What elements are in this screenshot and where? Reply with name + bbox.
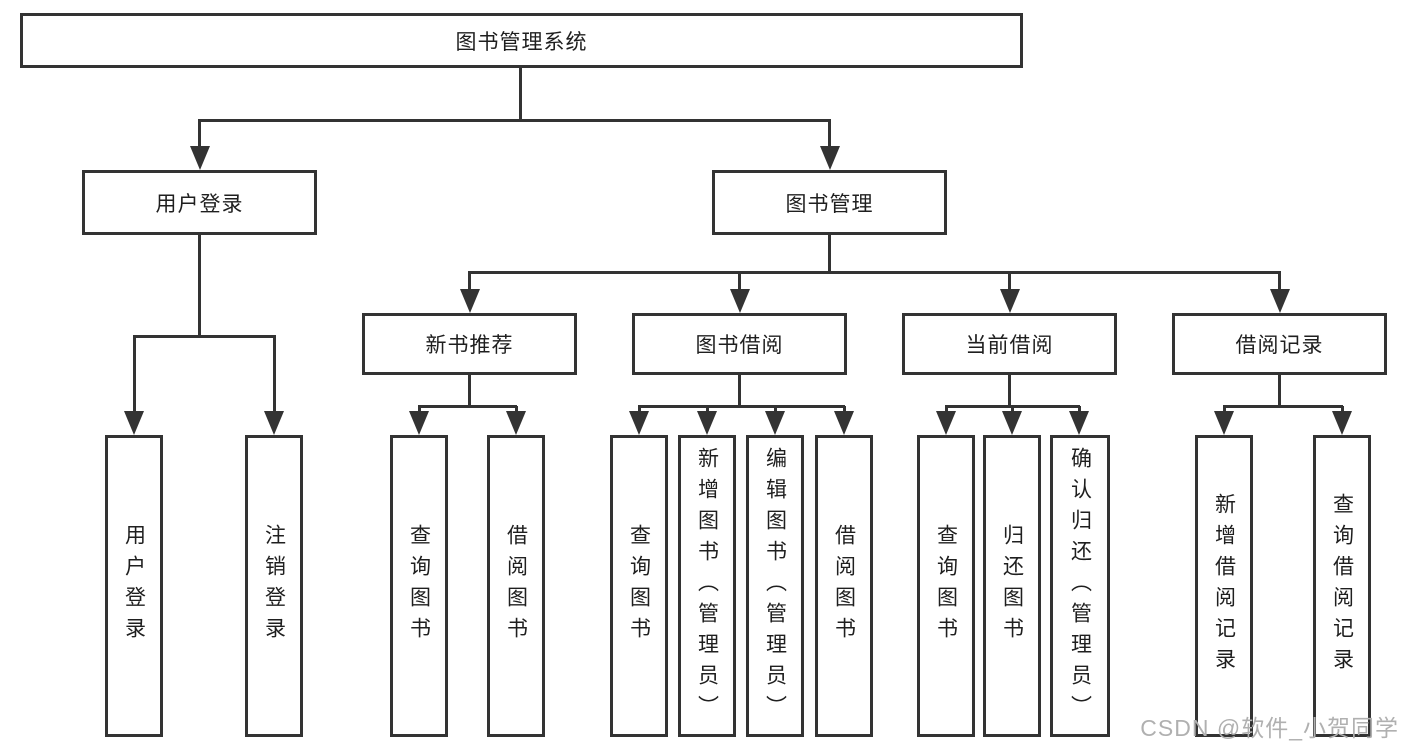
- leaf-borrow-books-1: 借阅图书: [487, 435, 545, 737]
- connector-line: [272, 336, 276, 411]
- arrowhead-down: [1002, 411, 1022, 435]
- connector-line: [132, 336, 136, 411]
- leaf-user-login: 用户登录: [105, 435, 163, 737]
- arrowhead-down: [936, 411, 956, 435]
- leaf-add-books-admin-label: 新增图书（管理员）: [695, 446, 719, 726]
- leaf-add-books-admin: 新增图书（管理员）: [678, 435, 736, 737]
- arrowhead-down: [1269, 289, 1290, 313]
- arrowhead-down: [409, 411, 429, 435]
- node-book-management: 图书管理: [712, 170, 947, 235]
- connector-line: [1008, 272, 1011, 289]
- connector-line: [468, 375, 471, 406]
- arrowhead-down: [189, 146, 210, 170]
- leaf-query-books-3-label: 查询图书: [934, 524, 958, 648]
- arrowhead-down: [1214, 411, 1234, 435]
- arrowhead-down: [629, 411, 649, 435]
- arrowhead-down: [1332, 411, 1352, 435]
- node-book-borrowing: 图书借阅: [632, 313, 847, 375]
- node-root: 图书管理系统: [20, 13, 1023, 68]
- connector-line: [198, 235, 201, 336]
- connector-line: [1010, 406, 1014, 413]
- node-user-login: 用户登录: [82, 170, 317, 235]
- arrowhead-down: [765, 411, 785, 435]
- connector-line: [828, 120, 831, 148]
- leaf-return-books: 归还图书: [983, 435, 1041, 737]
- node-current-borrowing-label: 当前借阅: [965, 334, 1054, 357]
- node-borrow-records: 借阅记录: [1172, 313, 1387, 375]
- connector-line: [514, 406, 518, 413]
- arrowhead-down: [834, 411, 854, 435]
- connector-line: [468, 272, 471, 289]
- arrowhead-down: [999, 289, 1020, 313]
- connector-line: [468, 270, 1281, 274]
- arrowhead-down: [124, 411, 144, 435]
- connector-line: [518, 68, 522, 120]
- connector-line: [1077, 406, 1081, 413]
- connector-line: [773, 406, 777, 413]
- leaf-user-login-label: 用户登录: [122, 524, 146, 648]
- connector-line: [944, 406, 948, 413]
- node-user-login-label: 用户登录: [155, 192, 244, 216]
- connector-line: [198, 120, 201, 148]
- leaf-edit-books-admin-label: 编辑图书（管理员）: [763, 446, 787, 726]
- leaf-query-books-1: 查询图书: [390, 435, 448, 737]
- leaf-borrow-books-2-label: 借阅图书: [832, 524, 856, 648]
- leaf-query-books-2: 查询图书: [610, 435, 668, 737]
- connector-line: [1222, 406, 1226, 413]
- connector-line: [1008, 375, 1011, 406]
- connector-line: [828, 235, 831, 272]
- connector-line: [738, 375, 741, 406]
- connector-line: [1278, 272, 1281, 289]
- connector-line: [1222, 404, 1343, 408]
- leaf-edit-books-admin: 编辑图书（管理员）: [746, 435, 804, 737]
- leaf-add-borrow-record: 新增借阅记录: [1195, 435, 1253, 737]
- arrowhead-down: [506, 411, 526, 435]
- leaf-query-borrow-record: 查询借阅记录: [1313, 435, 1371, 737]
- leaf-logout: 注销登录: [245, 435, 303, 737]
- arrowhead-down: [264, 411, 284, 435]
- connector-line: [1340, 406, 1344, 413]
- leaf-confirm-return-admin: 确认归还（管理员）: [1050, 435, 1110, 737]
- connector-line: [417, 404, 517, 408]
- node-new-book-recommend-label: 新书推荐: [425, 334, 514, 357]
- node-root-label: 图书管理系统: [455, 30, 588, 54]
- leaf-return-books-label: 归还图书: [1000, 524, 1024, 648]
- leaf-borrow-books-1-label: 借阅图书: [504, 524, 528, 648]
- leaf-query-books-3: 查询图书: [917, 435, 975, 737]
- connector-line: [842, 406, 846, 413]
- arrowhead-down: [819, 146, 840, 170]
- leaf-query-borrow-record-label: 查询借阅记录: [1330, 493, 1354, 679]
- arrowhead-down: [459, 289, 480, 313]
- connector-line: [637, 404, 845, 408]
- leaf-query-books-1-label: 查询图书: [407, 524, 431, 648]
- connector-line: [637, 406, 641, 413]
- connector-line: [738, 272, 741, 289]
- arrowhead-down: [729, 289, 750, 313]
- leaf-logout-label: 注销登录: [262, 524, 286, 648]
- node-borrow-records-label: 借阅记录: [1235, 334, 1324, 357]
- connector-line: [198, 118, 831, 122]
- node-book-management-label: 图书管理: [785, 192, 874, 216]
- leaf-borrow-books-2: 借阅图书: [815, 435, 873, 737]
- connector-line: [417, 406, 421, 413]
- leaf-confirm-return-admin-label: 确认归还（管理员）: [1068, 446, 1092, 726]
- arrowhead-down: [1069, 411, 1089, 435]
- leaf-query-books-2-label: 查询图书: [627, 524, 651, 648]
- connector-line: [1278, 375, 1281, 406]
- node-new-book-recommend: 新书推荐: [362, 313, 577, 375]
- node-book-borrowing-label: 图书借阅: [695, 334, 784, 357]
- arrowhead-down: [697, 411, 717, 435]
- node-current-borrowing: 当前借阅: [902, 313, 1117, 375]
- leaf-add-borrow-record-label: 新增借阅记录: [1212, 493, 1236, 679]
- connector-line: [705, 406, 709, 413]
- watermark: CSDN @软件_小贺同学: [1140, 715, 1399, 741]
- connector-line: [132, 334, 276, 338]
